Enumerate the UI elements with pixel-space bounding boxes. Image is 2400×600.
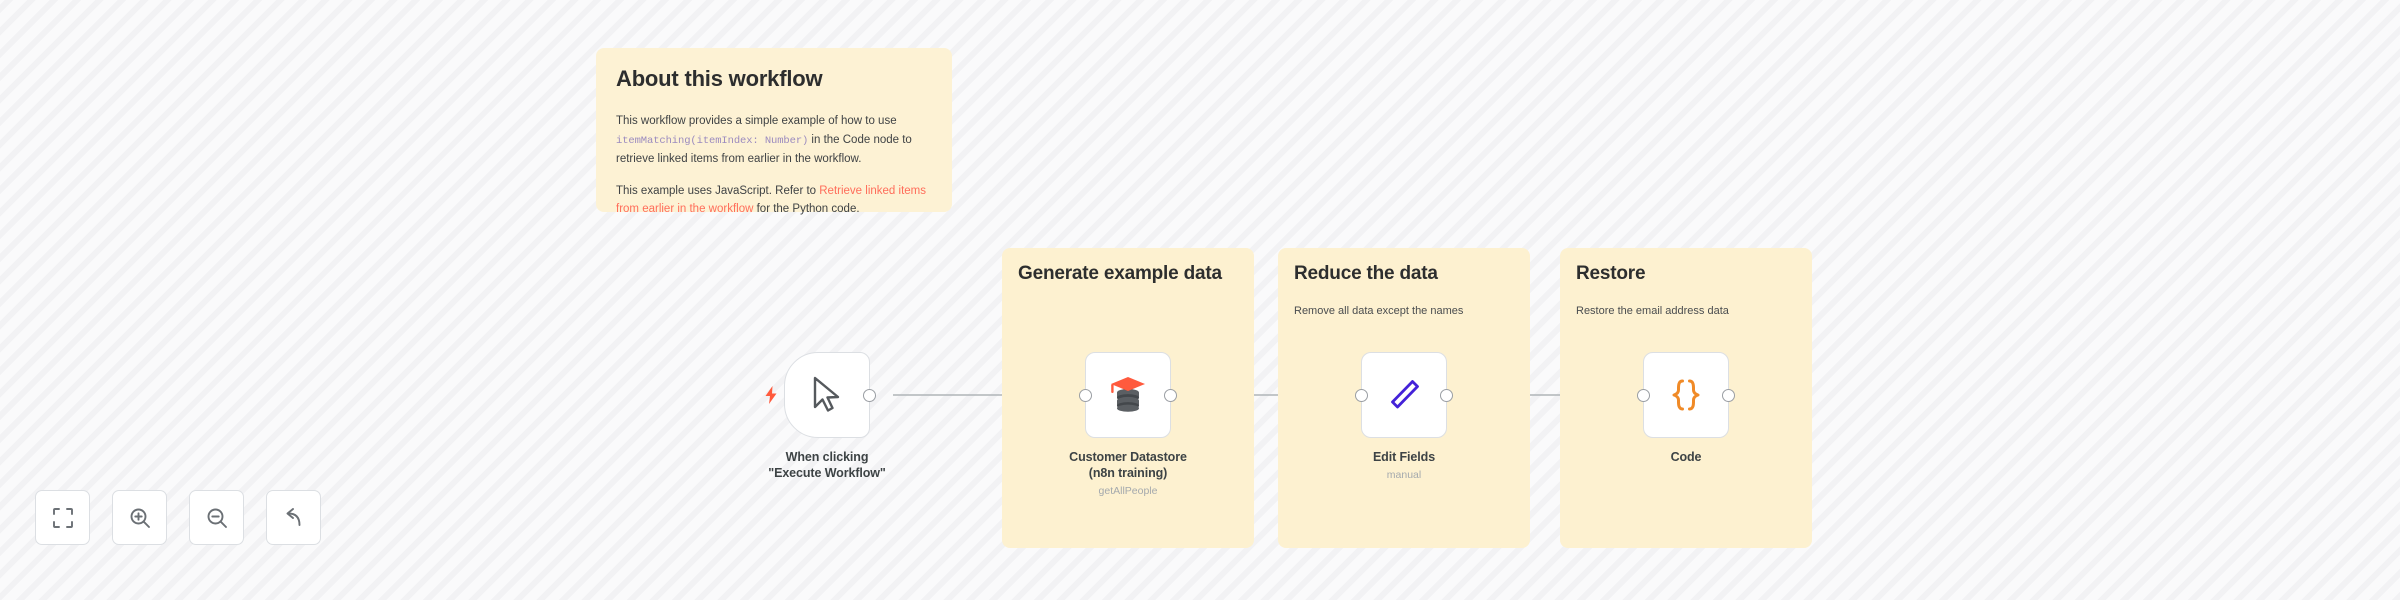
zoom-out-icon bbox=[207, 508, 227, 528]
node-label: Code bbox=[1670, 450, 1702, 464]
sticky-note-paragraph-1: This workflow provides a simple example … bbox=[616, 112, 932, 168]
undo-arrow-icon bbox=[286, 507, 300, 526]
node-body[interactable] bbox=[1079, 352, 1177, 438]
node-label: When clicking "Execute Workflow" bbox=[768, 450, 886, 480]
sticky-note-title: About this workflow bbox=[616, 66, 823, 91]
group-title: Reduce the data bbox=[1294, 263, 1438, 284]
zoom-out-button[interactable] bbox=[189, 490, 244, 545]
datastore-graduation-icon bbox=[1111, 377, 1145, 412]
node-label: Customer Datastore (n8n training) bbox=[1069, 450, 1187, 480]
paragraph-1-text-after: in the Code node to retrieve linked item… bbox=[616, 134, 912, 166]
node-when-clicking-execute-workflow[interactable]: When clicking "Execute Workflow" bbox=[761, 352, 893, 481]
canvas-controls-toolbar[interactable] bbox=[35, 490, 321, 545]
pen-icon bbox=[1391, 380, 1419, 409]
group-title: Restore bbox=[1576, 263, 1646, 284]
output-port[interactable] bbox=[863, 388, 876, 402]
output-port[interactable] bbox=[1722, 388, 1735, 402]
group-subtitle: Remove all data except the names bbox=[1294, 305, 1464, 317]
fit-screen-icon bbox=[52, 507, 73, 528]
node-code[interactable]: Code bbox=[1620, 352, 1752, 465]
lightning-bolt-icon bbox=[765, 386, 777, 404]
group-title: Generate example data bbox=[1018, 263, 1222, 284]
input-port[interactable] bbox=[1637, 388, 1650, 402]
node-edit-fields[interactable]: Edit Fields manual bbox=[1338, 352, 1470, 482]
paragraph-1-text-before: This workflow provides a simple example … bbox=[616, 115, 897, 128]
sticky-note-paragraph-2: This example uses JavaScript. Refer to R… bbox=[616, 182, 932, 219]
output-port[interactable] bbox=[1164, 388, 1177, 402]
link-retrieve-linked-items[interactable]: Retrieve linked items from earlier in th… bbox=[616, 184, 926, 216]
zoom-in-icon bbox=[130, 508, 150, 528]
node-body[interactable] bbox=[1355, 352, 1453, 438]
node-customer-datastore[interactable]: Customer Datastore (n8n training) getAll… bbox=[1062, 352, 1194, 498]
output-port[interactable] bbox=[1440, 388, 1453, 402]
node-subtitle: getAllPeople bbox=[1098, 485, 1158, 497]
reset-zoom-button[interactable] bbox=[266, 490, 321, 545]
zoom-to-fit-button[interactable] bbox=[35, 490, 90, 545]
paragraph-2-text-after: for the Python code. bbox=[753, 203, 860, 216]
paragraph-2-text-before: This example uses JavaScript. Refer to bbox=[616, 184, 820, 197]
group-subtitle: Restore the email address data bbox=[1576, 305, 1729, 317]
node-body[interactable] bbox=[1637, 352, 1735, 438]
node-subtitle: manual bbox=[1386, 469, 1422, 481]
cursor-icon bbox=[813, 376, 840, 412]
input-port[interactable] bbox=[1355, 388, 1368, 402]
node-body[interactable] bbox=[765, 352, 876, 438]
curly-braces-icon bbox=[1672, 379, 1700, 411]
node-label: Edit Fields bbox=[1372, 450, 1436, 464]
sticky-note-about-this-workflow[interactable]: About this workflow This workflow provid… bbox=[596, 48, 952, 215]
inline-code-itemmatching: itemMatching(itemIndex: Number) bbox=[616, 135, 809, 148]
zoom-in-button[interactable] bbox=[112, 490, 167, 545]
input-port[interactable] bbox=[1079, 388, 1092, 402]
